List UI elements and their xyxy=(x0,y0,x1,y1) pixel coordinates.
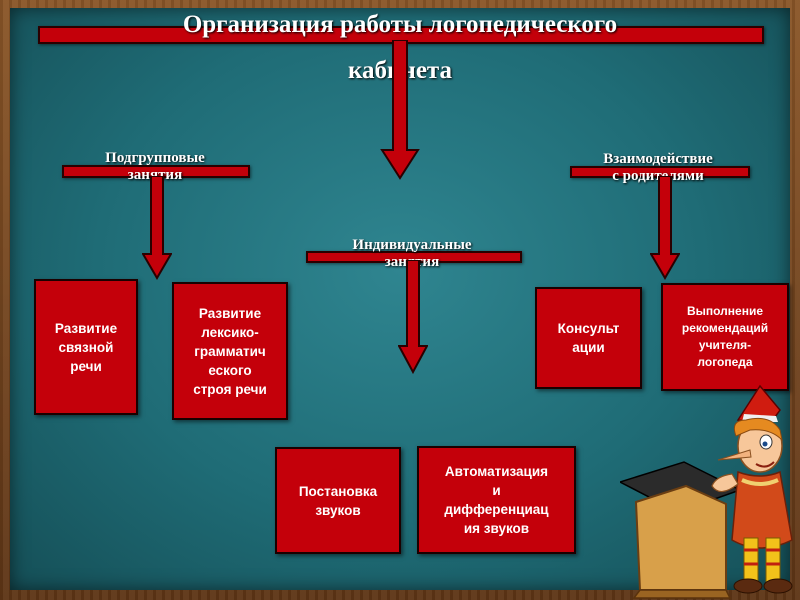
box-automation-text: Автоматизация и дифференциац ия звуков xyxy=(444,464,549,536)
box-staging-text: Постановка звуков xyxy=(298,483,378,518)
box-lexical-text: Развитие лексико- грамматич еского строя… xyxy=(193,305,267,397)
box-recommend-text: Выполнение рекомендаций учителя- логопед… xyxy=(681,304,769,369)
box-sound-automation: Автоматизация и дифференциац ия звуков xyxy=(417,446,576,554)
title-line-1: Организация работы логопедического xyxy=(182,11,618,38)
box-consultations: Консульт ации xyxy=(535,287,642,389)
main-down-arrow xyxy=(380,40,420,180)
box-lexical-grammar: Развитие лексико- грамматич еского строя… xyxy=(172,282,288,420)
individual-down-arrow xyxy=(398,260,428,374)
parents-down-arrow xyxy=(650,176,680,280)
box-recommendations: Выполнение рекомендаций учителя- логопед… xyxy=(661,283,789,391)
group-down-arrow xyxy=(142,176,172,280)
box-sound-staging: Постановка звуков xyxy=(275,447,401,554)
cartoon-boy-illustration xyxy=(620,384,793,599)
box-speech-development: Развитие связной речи xyxy=(34,279,138,415)
group-heading: Подгрупповые занятия xyxy=(105,150,205,183)
box-speech-text: Развитие связной речи xyxy=(54,320,118,374)
box-consult-text: Консульт ации xyxy=(557,321,620,355)
